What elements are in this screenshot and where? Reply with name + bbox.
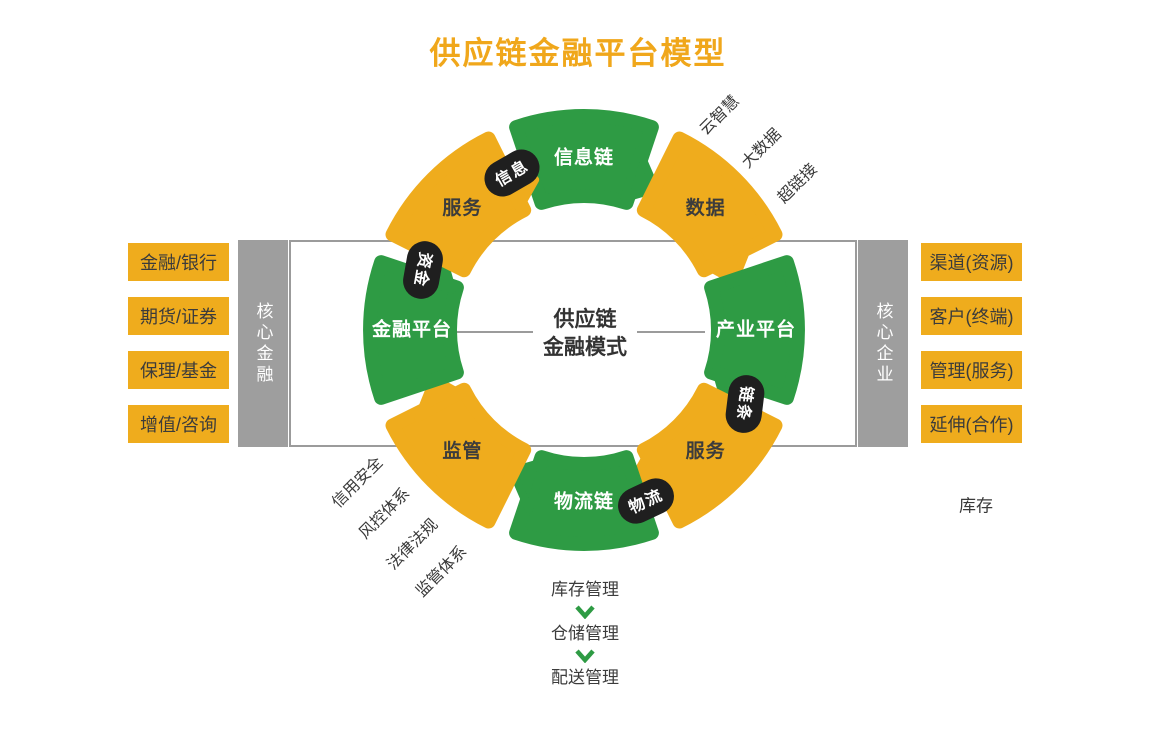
ring-label-service-bottom-right: 服务 [686,439,726,462]
ring-label-finance-platform: 金融平台 [371,318,452,341]
left-box-valueadd-consulting: 增值/咨询 [128,405,229,443]
chevron-down-icon [575,649,595,663]
ring-label-information-chain: 信息链 [554,146,614,169]
ring-diagram: 信息链 数据 产业平台 服务 物流链 监管 金融平台 服务 信息 资金 链条 物… [304,50,864,610]
ring-label-service-top-left: 服务 [442,196,482,219]
center-title: 供应链 金融模式 [533,302,637,366]
center-title-line1: 供应链 [553,308,617,331]
right-box-management-service: 管理(服务) [921,351,1022,389]
pill-logistics: 物流 [618,478,674,524]
left-box-factoring-fund: 保理/基金 [128,351,229,389]
pill-chain: 链条 [725,375,765,433]
pill-chain-label: 链条 [733,385,756,423]
label-inventory: 库存 [959,496,993,516]
logistics-flow: 库存管理 仓储管理 配送管理 [525,580,645,688]
left-box-futures-securities: 期货/证券 [128,297,229,335]
ring-label-industry-platform: 产业平台 [716,318,796,341]
right-box-extension-cooperation: 延伸(合作) [921,405,1022,443]
flow-step-warehouse-management: 仓储管理 [551,624,619,643]
diagram-title: 供应链金融平台模型 [429,36,727,71]
pill-information: 信息 [484,149,540,197]
right-box-channel-resource: 渠道(资源) [921,243,1022,281]
left-box-finance-bank: 金融/银行 [128,243,229,281]
pill-funds: 资金 [403,241,443,299]
core-finance-label: 核心金融 [253,301,273,386]
flow-step-delivery-management: 配送管理 [551,668,619,687]
frame-rectangle [289,240,857,447]
ring-label-supervision: 监管 [442,439,482,462]
center-title-line2: 金融模式 [543,336,627,359]
core-finance-bar: 核心金融 [238,240,288,447]
ring-label-data: 数据 [686,196,726,219]
core-enterprise-label: 核心企业 [873,301,893,386]
chevron-down-icon [575,605,595,619]
core-enterprise-bar: 核心企业 [858,240,908,447]
flow-step-inventory-management: 库存管理 [551,580,619,599]
right-box-customer-terminal: 客户(终端) [921,297,1022,335]
ring-label-logistics-chain: 物流链 [554,490,614,513]
